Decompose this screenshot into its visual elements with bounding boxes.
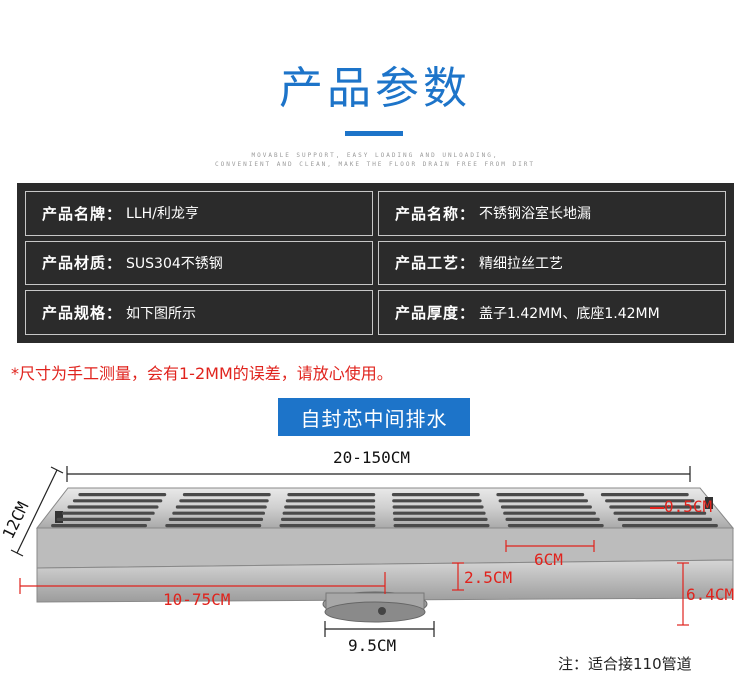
- grate-slot: [503, 511, 596, 515]
- grate-slot: [500, 505, 592, 509]
- grate-slot: [72, 499, 163, 503]
- grate-slot: [605, 499, 695, 503]
- spec-value: LLH/利龙亨: [126, 206, 199, 223]
- grate-slots: [51, 493, 718, 528]
- page-title: 产品参数: [279, 63, 471, 114]
- grate-slot: [505, 517, 600, 521]
- slot-dimension: 6CM: [505, 540, 595, 569]
- grate-slot: [168, 517, 264, 521]
- spec-cell-material: 产品材质：SUS304不锈钢: [25, 240, 373, 286]
- outlet-label: 9.5CM: [348, 636, 396, 655]
- spec-value: 如下图所示: [126, 305, 197, 322]
- grate-slot: [393, 524, 490, 528]
- slot-label: 6CM: [534, 550, 563, 569]
- total-height-dimension: 6.4CM: [677, 562, 734, 626]
- length-dimension: 20-150CM: [66, 448, 691, 482]
- grate-slot: [285, 499, 376, 503]
- grate-slot: [165, 524, 262, 528]
- drain-type-badge: 自封芯中间排水: [278, 398, 470, 436]
- grate-slot: [282, 511, 376, 515]
- grate-slot: [175, 505, 267, 509]
- spec-key: 产品名称：: [395, 204, 476, 223]
- grate-slot: [392, 499, 482, 503]
- total-height-label: 6.4CM: [686, 585, 734, 604]
- outlet-dimension: 9.5CM: [324, 621, 435, 655]
- length-label: 20-150CM: [333, 448, 410, 467]
- floor-drain-image: [35, 487, 735, 623]
- spec-table: 产品名牌：LLH/利龙亨 产品名称：不锈钢浴室长地漏 产品材质：SUS304不锈…: [17, 183, 734, 343]
- english-subtitle-1: MOVABLE SUPPORT, EASY LOADING AND UNLOAD…: [251, 152, 499, 159]
- spec-key: 产品规格：: [42, 304, 123, 323]
- grate-slot: [78, 493, 167, 497]
- spec-value: 盖子1.42MM、底座1.42MM: [479, 305, 660, 322]
- pipe-footnote: 注：适合接110管道: [558, 655, 692, 673]
- grate-slot: [392, 505, 484, 509]
- grate-slot: [392, 511, 486, 515]
- grate-slot: [507, 524, 604, 528]
- spec-cell-size: 产品规格：如下图所示: [25, 290, 373, 335]
- grate-slot: [498, 499, 588, 503]
- grate-slot: [56, 517, 151, 521]
- english-subtitle-2: CONVENIENT AND CLEAN, MAKE THE FLOOR DRA…: [215, 161, 535, 168]
- grate-slot: [496, 493, 585, 497]
- grate-slot: [391, 493, 480, 497]
- title-underline: [345, 131, 403, 136]
- spec-value: SUS304不锈钢: [126, 255, 223, 272]
- grate-slot: [172, 511, 265, 515]
- spec-key: 产品工艺：: [395, 254, 476, 273]
- grate-slot: [393, 517, 488, 521]
- spec-value: 不锈钢浴室长地漏: [479, 206, 592, 223]
- spec-cell-brand: 产品名牌：LLH/利龙亨: [25, 191, 373, 236]
- grate-slot: [617, 517, 712, 521]
- thickness-label: 0.5CM: [664, 497, 712, 516]
- grate-slot: [600, 493, 689, 497]
- offset-label: 10-75CM: [163, 590, 230, 609]
- measurement-note: *尺寸为手工测量，会有1-2MM的误差，请放心使用。: [11, 364, 393, 383]
- spec-cell-thickness: 产品厚度：盖子1.42MM、底座1.42MM: [378, 290, 726, 335]
- grate-slot: [51, 524, 147, 528]
- spec-key: 产品名牌：: [42, 204, 123, 223]
- spec-key: 产品材质：: [42, 254, 123, 273]
- grate-slot: [284, 505, 376, 509]
- grate-slot: [179, 499, 269, 503]
- offset-dimension: 10-75CM: [19, 572, 386, 609]
- grate-slot: [622, 524, 718, 528]
- grate-slot: [62, 511, 155, 515]
- spec-cell-craft: 产品工艺：精细拉丝工艺: [378, 240, 726, 286]
- grate-slot: [279, 524, 376, 528]
- spec-key: 产品厚度：: [395, 304, 476, 323]
- spec-value: 精细拉丝工艺: [479, 255, 564, 272]
- grate-slot: [281, 517, 376, 521]
- grate-slot: [613, 511, 707, 515]
- grate-slot: [287, 493, 376, 497]
- grate-slot: [182, 493, 271, 497]
- spec-cell-name: 产品名称：不锈钢浴室长地漏: [378, 191, 726, 236]
- thickness-dimension: 0.5CM: [650, 497, 712, 516]
- grate-slot: [67, 505, 159, 509]
- width-label: 12CM: [0, 499, 32, 542]
- cover-height-dimension: 2.5CM: [452, 562, 512, 591]
- cover-height-label: 2.5CM: [464, 568, 512, 587]
